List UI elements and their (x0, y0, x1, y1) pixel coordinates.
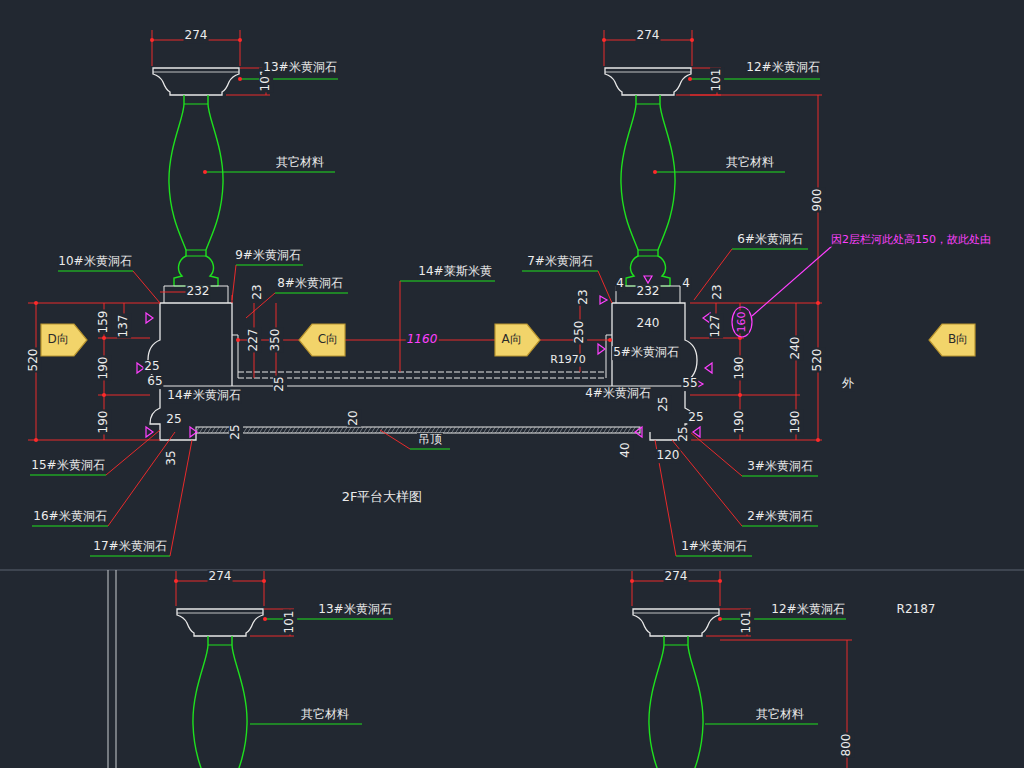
material-callout: 15#米黄洞石 (30, 459, 105, 473)
dimension-value: 20 (347, 409, 361, 426)
material-callout: 2#米黄洞石 (746, 510, 814, 524)
note-text: 其它材料 (725, 156, 775, 170)
dimension-value: 101 (283, 610, 297, 635)
arrow-label: D向 (47, 333, 68, 346)
dimension-value: 190 (733, 410, 747, 435)
dimension-value: 55 (681, 377, 698, 391)
dimension-value: 35 (165, 449, 179, 466)
arrow-label: B向 (948, 333, 968, 346)
dimension-value: 800 (840, 733, 854, 758)
material-callout: 8#米黄洞石 (276, 277, 344, 291)
view-direction-arrow: C向 (298, 323, 346, 357)
dimension-value: 4 (681, 277, 691, 291)
view-direction-arrow: D向 (40, 323, 88, 357)
material-callout: 16#米黄洞石 (32, 510, 107, 524)
dimension-value: 232 (636, 285, 661, 299)
note-text: 其它材料 (275, 156, 325, 170)
dimension-value: R1970 (549, 354, 587, 367)
dimension-value: 101 (710, 68, 724, 93)
material-callout: 14#米黄洞石 (166, 389, 241, 403)
dimension-value: 65 (146, 375, 163, 389)
view-direction-arrow: B向 (928, 323, 976, 357)
material-callout: 14#莱斯米黄 (417, 265, 492, 279)
view-direction-arrow: A向 (494, 323, 541, 357)
dimension-value: 101 (740, 610, 754, 635)
dimension-value: 25 (143, 360, 160, 374)
dimension-value: 40 (619, 441, 633, 458)
material-callout: 6#米黄洞石 (736, 233, 804, 247)
material-callout: 4#米黄洞石 (584, 387, 652, 401)
material-callout: 12#米黄洞石 (745, 61, 820, 75)
arrow-label: C向 (318, 333, 338, 346)
dimension-value: 232 (186, 285, 211, 299)
dimension-value: 900 (811, 188, 825, 213)
dimension-value: 274 (208, 570, 233, 584)
drawing-title: 2F平台大样图 (341, 490, 424, 505)
dimension-value: 25 (165, 413, 182, 427)
dimension-value: 190 (97, 356, 111, 381)
dimension-value: 25 (273, 375, 287, 392)
material-callout: 1#米黄洞石 (680, 540, 748, 554)
dimension-value: 190 (789, 410, 803, 435)
dimension-value: 25 (657, 395, 671, 412)
note-text: 外 (841, 377, 855, 391)
dimension-value: 274 (636, 29, 661, 43)
dimension-value: 23 (711, 283, 725, 300)
dimension-value: 274 (184, 29, 209, 43)
material-callout: 10#米黄洞石 (57, 255, 132, 269)
dimension-value: 4 (615, 277, 625, 291)
dimension-value: 190 (97, 410, 111, 435)
note-text: 吊顶 (417, 433, 443, 447)
dimension-value: 190 (733, 356, 747, 381)
material-callout: 5#米黄洞石 (612, 346, 680, 360)
dimension-value: 240 (636, 317, 661, 331)
dimension-value: 25 (229, 423, 243, 440)
note-text: 因2层栏河此处高150，故此处由 (830, 234, 992, 247)
dimension-value: 137 (117, 314, 131, 339)
material-callout: 17#米黄洞石 (92, 540, 167, 554)
dimension-value: 25 (687, 411, 704, 425)
dimension-value: 520 (811, 348, 825, 373)
dimension-value: 120 (656, 449, 681, 463)
dimension-value: 274 (664, 570, 689, 584)
dimension-value: 25 (677, 425, 691, 442)
dimension-value: 350 (269, 328, 283, 353)
dimension-value: 1160 (406, 333, 439, 347)
note-text: 其它材料 (300, 708, 350, 722)
arrow-label: A向 (501, 333, 521, 346)
dimension-value: 23 (251, 283, 265, 300)
material-callout: 7#米黄洞石 (526, 255, 594, 269)
dimension-value: 240 (789, 336, 803, 361)
dimension-value: 250 (573, 320, 587, 345)
material-callout: 9#米黄洞石 (234, 249, 302, 263)
dimension-value: 520 (27, 348, 41, 373)
dimension-value: 23 (577, 288, 591, 305)
material-callout: 13#米黄洞石 (317, 603, 392, 617)
material-callout: 13#米黄洞石 (262, 61, 337, 75)
material-callout: 12#米黄洞石 (770, 603, 845, 617)
dimension-value: 127 (709, 314, 723, 339)
dimension-value: 160 (736, 311, 749, 334)
dimension-value: 159 (97, 310, 111, 335)
dimension-value: 227 (247, 328, 261, 353)
note-text: 其它材料 (755, 708, 805, 722)
dimension-value: R2187 (896, 603, 937, 617)
material-callout: 3#米黄洞石 (746, 460, 814, 474)
